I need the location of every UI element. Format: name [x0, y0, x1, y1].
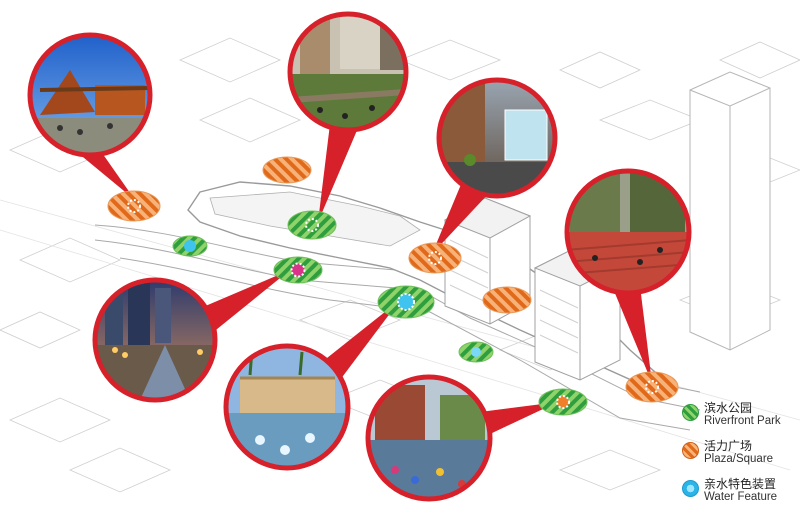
legend-item-riverfront-park: 滨水公园 Riverfront Park	[682, 399, 794, 437]
plaza-marker	[107, 190, 161, 222]
legend-item-plaza-square: 活力广场 Plaza/Square	[682, 437, 794, 475]
callout-pointer-6	[322, 300, 400, 380]
photo-callout-2	[287, 11, 409, 133]
callout-pointer-2	[318, 124, 358, 222]
photo-callout-1	[27, 32, 153, 158]
callout-pointer-7	[480, 402, 558, 434]
callout-pointer-1	[72, 148, 135, 200]
photo-callout-7	[365, 374, 493, 502]
park-marker	[538, 388, 588, 416]
legend-label-en: Plaza/Square	[704, 453, 774, 465]
park-marker	[458, 341, 494, 363]
photo-callout-3	[436, 77, 558, 199]
park-marker	[287, 210, 337, 240]
plaza-marker	[408, 242, 462, 274]
plaza-marker	[625, 371, 679, 403]
park-marker	[377, 285, 435, 319]
callout-pointer-4	[612, 286, 652, 383]
legend-label-zh: 亲水特色装置	[704, 477, 777, 491]
water-feature-markers	[172, 235, 208, 257]
plaza-markers	[107, 156, 679, 403]
legend: 滨水公园 Riverfront Park 活力广场 Plaza/Square 亲…	[682, 399, 794, 513]
water-feature-marker	[172, 235, 208, 257]
legend-label-en: Water Feature	[704, 491, 778, 503]
park-marker	[273, 256, 323, 284]
park-markers	[273, 210, 588, 416]
water-feature-swatch-icon	[682, 480, 699, 497]
legend-label-zh: 滨水公园	[704, 401, 753, 415]
callout-pointer-3	[432, 182, 490, 254]
callout-pointers	[72, 124, 652, 434]
legend-label-zh: 活力广场	[704, 439, 753, 453]
legend-label-en: Riverfront Park	[704, 415, 781, 427]
plaza-square-swatch-icon	[682, 442, 699, 459]
tower-far-right	[689, 71, 771, 351]
photo-callout-6	[223, 343, 351, 471]
plaza-marker	[262, 156, 312, 184]
plaza-marker	[482, 286, 532, 314]
riverfront-park-swatch-icon	[682, 404, 699, 421]
legend-item-water-feature: 亲水特色装置 Water Feature	[682, 475, 794, 513]
photo-callout-4	[564, 168, 692, 296]
photo-callout-5	[92, 277, 218, 403]
callout-pointer-5	[196, 270, 290, 338]
